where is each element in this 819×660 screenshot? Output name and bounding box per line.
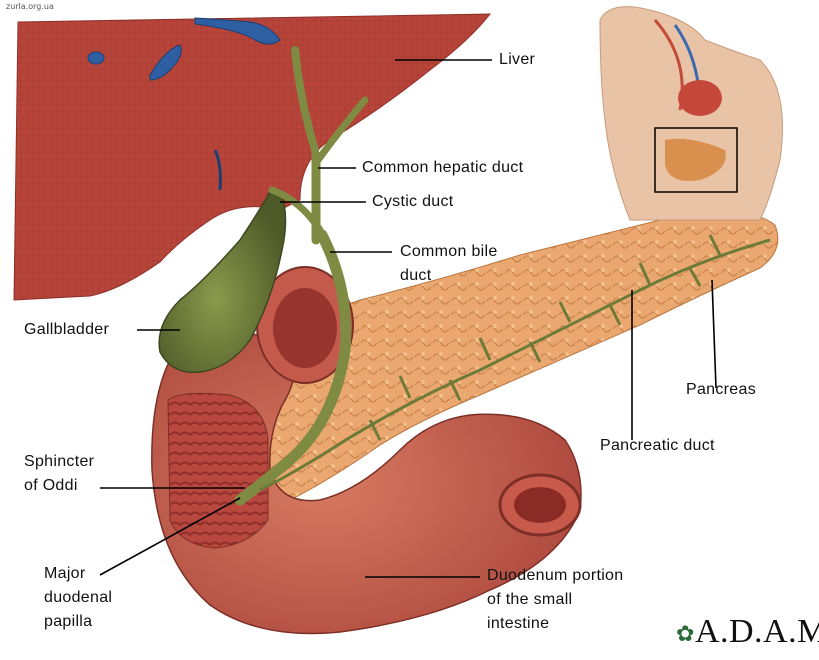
torso-inset — [599, 6, 783, 221]
label-pancreas: Pancreas — [686, 381, 756, 398]
gallbladder — [158, 187, 287, 374]
duodenum — [151, 333, 582, 635]
label-common-hepatic-duct: Common hepatic duct — [362, 159, 524, 176]
biliary-ducts — [234, 46, 369, 506]
inset-highlight-box — [654, 127, 738, 193]
label-major-duodenal-papilla: Major duodenal papilla — [44, 565, 113, 630]
liver — [13, 13, 492, 301]
label-gallbladder: Gallbladder — [24, 321, 110, 338]
leader-lines — [99, 59, 717, 578]
label-duodenum: Duodenum portion of the small intestine — [487, 567, 624, 632]
watermark: zurla.org.ua — [6, 2, 54, 11]
label-sphincter-of-oddi: Sphincter of Oddi — [24, 453, 95, 494]
adam-logo: ✿A.D.A.M. — [676, 613, 819, 650]
label-liver: Liver — [499, 51, 536, 68]
label-pancreatic-duct: Pancreatic duct — [600, 437, 715, 454]
pancreatic-duct — [259, 234, 771, 492]
label-common-bile-duct: Common bile duct — [400, 243, 498, 284]
duodenum-interior — [167, 392, 269, 549]
label-cystic-duct: Cystic duct — [372, 193, 454, 210]
liver-vessels — [87, 17, 281, 191]
leaf-icon: ✿ — [676, 621, 695, 647]
